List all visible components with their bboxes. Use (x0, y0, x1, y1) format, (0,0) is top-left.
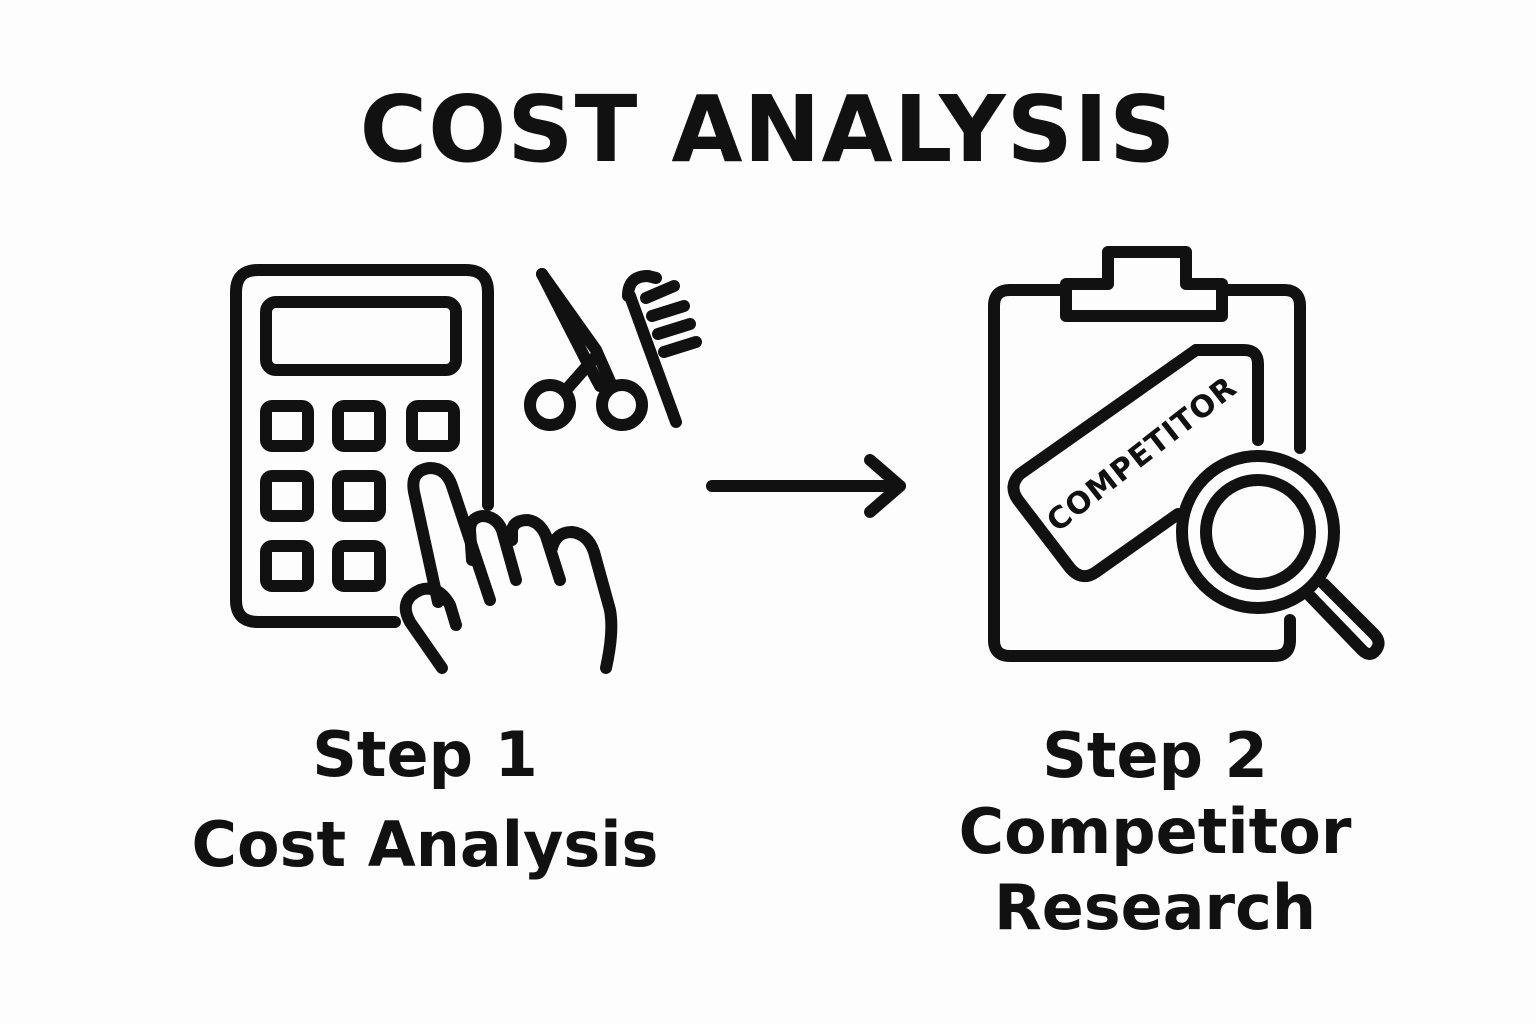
calculator-key (332, 400, 386, 452)
calculator-key (332, 470, 386, 522)
step-2-name-line-1: Competitor (958, 795, 1352, 868)
comb-icon (622, 270, 702, 428)
tag-icon (1007, 344, 1264, 583)
calculator-key (332, 540, 386, 592)
calculator-key (260, 470, 314, 522)
step-2-name-line-2: Research (993, 871, 1317, 944)
diagram-title: COST ANALYSIS (359, 76, 1177, 183)
step-1-label: Step 1 (312, 718, 538, 791)
pointing-hand-icon (399, 462, 618, 674)
calculator-display (260, 296, 462, 376)
clipboard-icon (988, 246, 1306, 662)
step-1-caption: Step 1 Cost Analysis (160, 718, 690, 882)
scissors-icon (524, 268, 648, 431)
clipboard-clip (1060, 246, 1228, 322)
step-2-label: Step 2 (1042, 719, 1268, 792)
magnifier-icon (1176, 450, 1385, 660)
calculator-key (260, 540, 314, 592)
step-2-caption: Step 2 Competitor Research (900, 718, 1410, 946)
calculator-icon (230, 264, 494, 628)
arrow-right-icon (706, 454, 906, 518)
calculator-key (406, 400, 460, 452)
calculator-key (260, 400, 314, 452)
step-1-name: Cost Analysis (191, 808, 659, 881)
